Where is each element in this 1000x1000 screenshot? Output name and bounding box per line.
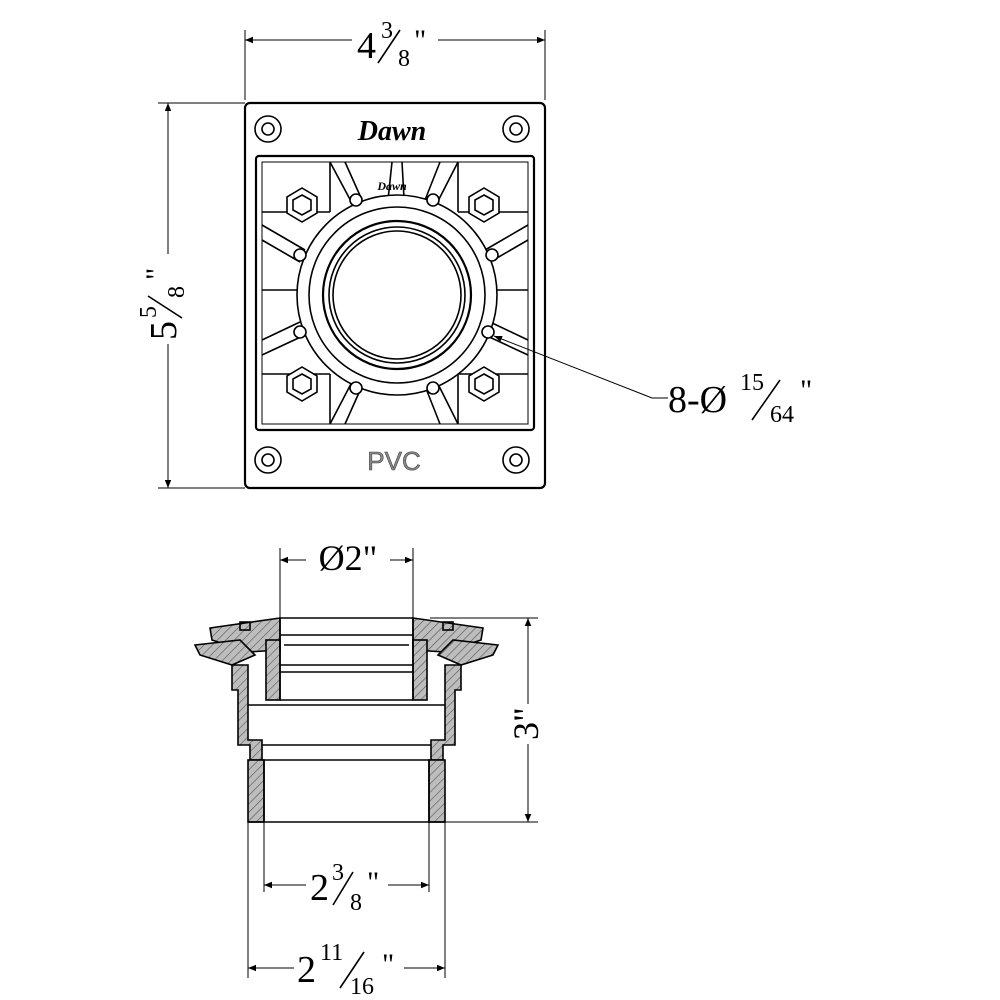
top-diameter-dimension: Ø2" <box>279 534 414 620</box>
outer-dim-unit: " <box>382 948 394 981</box>
outer-dim-num: 11 <box>320 940 343 966</box>
material-label: PVC <box>367 446 420 476</box>
width-dim-whole: 4 <box>357 25 376 67</box>
width-dim-num: 3 <box>381 18 393 44</box>
width-dim-den: 8 <box>398 46 410 72</box>
side-view: Ø2" 3" <box>193 534 546 1000</box>
height-dim-num: 5 <box>136 306 162 318</box>
mounting-holes <box>254 115 530 474</box>
inner-dim-num: 3 <box>332 860 344 886</box>
holes-dimension: 8-Ø 15 64 " <box>668 370 812 428</box>
side-height-dimension: 3" <box>430 617 546 823</box>
holes-dim-num: 15 <box>740 370 764 396</box>
brand-logo-small: Dawn <box>376 179 407 193</box>
height-dim-whole: 5 <box>143 321 185 340</box>
drain-body-section <box>193 617 500 823</box>
brand-logo: Dawn <box>357 116 426 147</box>
holes-leader <box>493 335 668 399</box>
hex-bolts <box>286 187 500 402</box>
height-dimension: 5 5 8 " <box>136 102 245 489</box>
outer-diameter-dimension: 2 11 16 " <box>247 822 446 1000</box>
height-dim-den: 8 <box>164 286 190 298</box>
holes-dim-den: 64 <box>770 402 794 428</box>
central-flange <box>296 194 498 396</box>
inner-diameter-dimension: 2 3 8 " <box>263 822 430 916</box>
height-dim-unit: " <box>140 268 173 280</box>
outer-dim-whole: 2 <box>297 949 316 991</box>
inner-dim-unit: " <box>367 866 379 899</box>
top-diameter-label: Ø2" <box>319 538 378 578</box>
side-height-label: 3" <box>506 707 546 740</box>
holes-dim-prefix: 8-Ø <box>668 379 727 421</box>
outer-dim-den: 16 <box>350 974 374 1000</box>
top-view: 4 3 8 " 5 5 8 " <box>136 18 812 490</box>
flange-holes <box>293 193 499 395</box>
inner-grate-frame <box>254 154 536 432</box>
width-dimension: 4 3 8 " <box>244 18 546 100</box>
inner-dim-whole: 2 <box>310 867 329 909</box>
width-dim-unit: " <box>414 24 426 57</box>
holes-dim-unit: " <box>800 374 812 407</box>
inner-dim-den: 8 <box>350 890 362 916</box>
outer-plate <box>243 101 547 490</box>
